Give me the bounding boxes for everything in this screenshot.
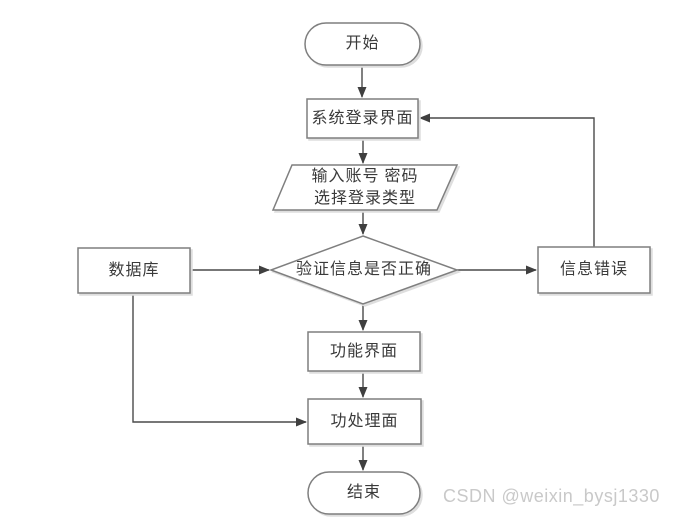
node-shapes [77, 22, 651, 515]
edge-error-to-login-loop [419, 113, 595, 247]
info-error-shape [537, 246, 651, 294]
processing-screen-shape [307, 398, 422, 445]
end-terminator-shape [307, 471, 421, 515]
connectors [132, 65, 595, 471]
input-parallelogram-shape [271, 164, 459, 211]
verify-diamond-shape [268, 235, 460, 305]
start-terminator-shape [304, 22, 421, 66]
function-screen-shape [307, 331, 421, 372]
database-shape [77, 247, 191, 294]
edge-database-to-processing [132, 293, 307, 427]
login-screen-shape [306, 98, 419, 139]
